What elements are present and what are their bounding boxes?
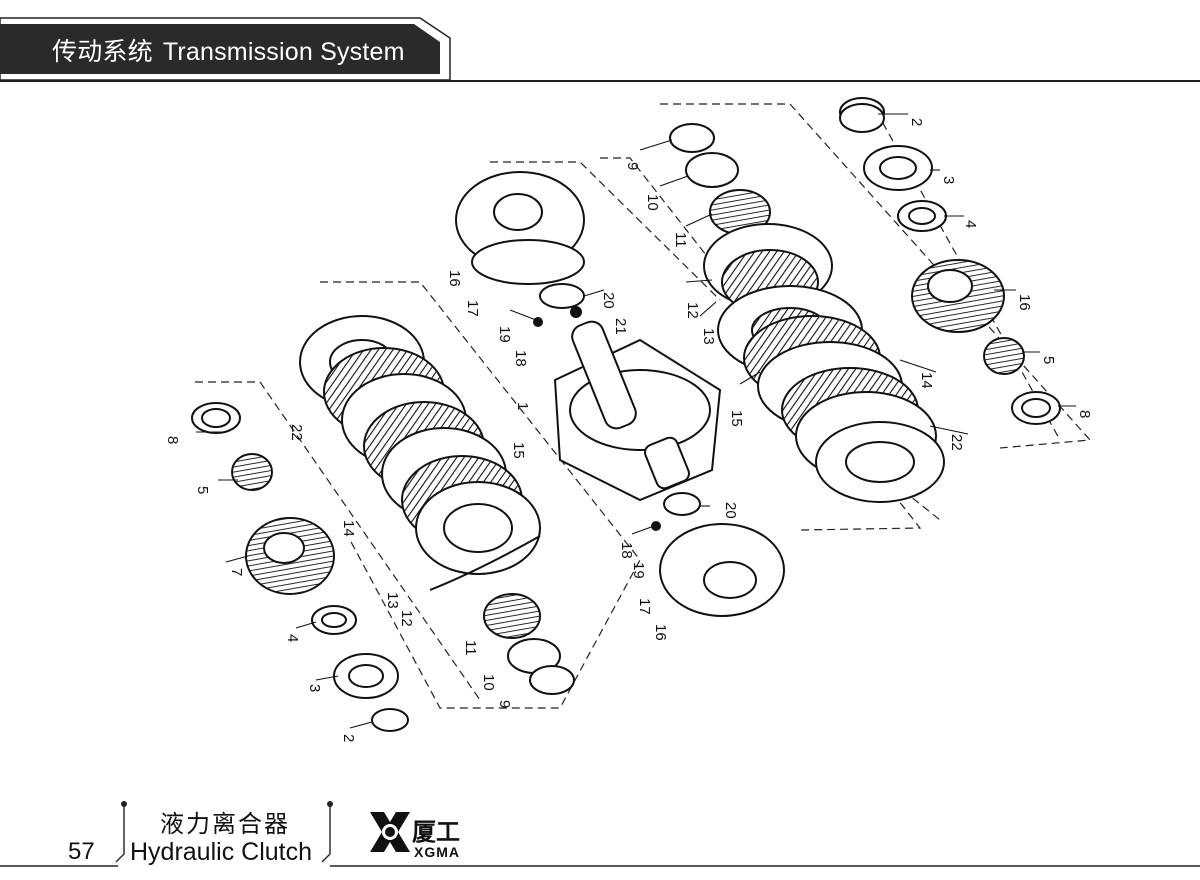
page-title-en: Transmission System [162,38,405,66]
section-title-cn: 液力离合器 [160,810,290,838]
page-title: 传动系统 Transmission System [52,32,405,68]
callout-label-4: 4 [284,634,301,642]
callout-label-3: 3 [306,684,323,692]
left-disc-stack [299,315,541,591]
callout-label-20: 20 [722,502,739,519]
callout-label-19: 19 [630,562,647,579]
callout-label-14: 14 [918,372,935,389]
header-banner [0,14,451,81]
callout-label-5: 5 [194,486,211,494]
callout-label-2: 2 [340,734,357,742]
callout-label-15: 15 [510,442,527,459]
callout-label-22: 22 [948,434,965,451]
callout-label-16: 16 [446,270,463,287]
callout-leaders [196,113,1076,729]
callout-label-11: 11 [672,232,689,248]
callout-label-13: 13 [384,592,401,609]
callout-label-11: 11 [462,640,479,656]
callout-label-8: 8 [164,436,181,444]
callout-labels: 2341658910111213141522161719182021122151… [164,118,1093,742]
header-banner-shape [0,17,451,81]
callout-label-5: 5 [1040,356,1057,364]
callout-label-18: 18 [512,350,529,367]
callout-label-21: 21 [612,318,629,335]
callout-label-18: 18 [618,542,635,559]
callout-label-10: 10 [480,674,497,691]
brand-name-cn: 厦工 [412,818,460,846]
part-drawings [191,97,1061,732]
callout-label-8: 8 [1076,410,1093,418]
callout-label-9: 9 [496,700,513,708]
callout-label-19: 19 [496,326,513,343]
brand-name-en: XGMA [414,844,460,860]
callout-label-16: 16 [1016,294,1033,311]
xgma-logo-icon [370,812,410,852]
callout-label-13: 13 [700,328,717,345]
callout-label-12: 12 [398,610,415,627]
callout-label-7: 7 [228,568,245,576]
callout-label-3: 3 [940,176,957,184]
callout-label-4: 4 [962,220,979,228]
callout-label-15: 15 [728,410,745,427]
page-title-cn: 传动系统 [52,37,153,66]
page-number: 57 [68,838,95,865]
callout-label-14: 14 [340,520,357,537]
section-title-en: Hydraulic Clutch [130,838,313,866]
callout-label-2: 2 [908,118,925,126]
callout-label-17: 17 [636,598,653,615]
callout-label-16: 16 [652,624,669,641]
footer-frame [0,801,1200,867]
callout-label-10: 10 [644,194,661,211]
upper-right-disc-stack [717,285,945,503]
callout-label-22: 22 [288,424,305,441]
callout-label-12: 12 [684,302,701,319]
callout-label-9: 9 [624,162,641,170]
callout-label-1: 1 [514,402,531,410]
header-rule [0,80,1200,82]
callout-label-20: 20 [600,292,617,309]
callout-label-17: 17 [464,300,481,317]
exploded-parts-diagram: 2341658910111213141522161719182021122151… [164,97,1093,742]
